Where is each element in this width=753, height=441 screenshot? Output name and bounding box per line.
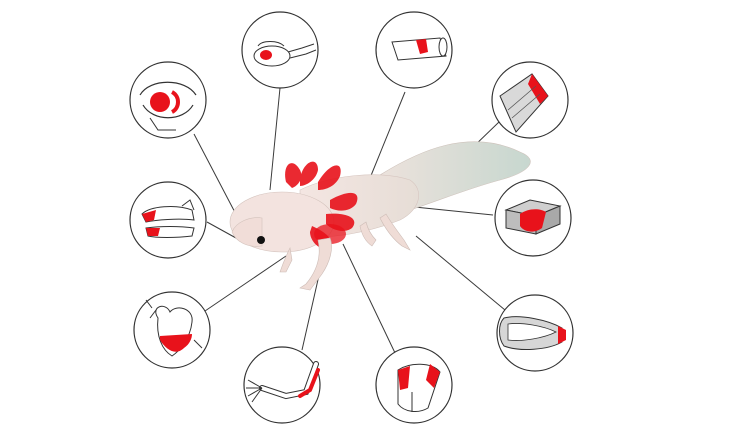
axolotl-rear-leg-2 xyxy=(359,221,377,247)
limb-icon xyxy=(246,361,320,403)
axolotl-eye-icon xyxy=(257,236,265,244)
skin-tissue-icon xyxy=(504,199,562,235)
jaw-icon xyxy=(141,199,195,238)
callout-limb xyxy=(243,346,321,424)
tail-fin-icon xyxy=(499,316,566,350)
line-eye xyxy=(193,133,241,223)
brain-icon xyxy=(253,41,317,67)
line-heart xyxy=(204,255,287,312)
callout-tail-fin xyxy=(496,294,574,372)
liver-icon xyxy=(397,363,441,412)
line-spinal-cord xyxy=(369,91,406,179)
axolotl-rear-leg xyxy=(379,213,411,251)
eye-icon xyxy=(139,81,197,131)
axolotl-front-leg xyxy=(299,237,332,291)
axolotl-heart-area xyxy=(314,224,346,244)
axolotl-front-leg-2 xyxy=(279,247,293,273)
axolotl xyxy=(229,141,531,291)
callout-jaw xyxy=(129,181,207,259)
callout-skin xyxy=(494,179,572,257)
callout-eye xyxy=(129,61,207,139)
connector-lines xyxy=(193,87,506,356)
callout-liver xyxy=(375,346,453,424)
callout-spinal-cord xyxy=(375,11,453,89)
axolotl-gills-icon xyxy=(285,161,358,249)
heart-icon xyxy=(145,299,203,357)
callout-brain xyxy=(241,11,319,89)
line-brain xyxy=(269,87,281,191)
line-jaw xyxy=(206,221,237,239)
callout-tail xyxy=(491,61,569,139)
line-tail-fin xyxy=(415,235,506,311)
axolotl-snout xyxy=(231,217,263,247)
callout-heart xyxy=(133,291,211,369)
tail-icon xyxy=(499,73,549,133)
spinal-cord-icon xyxy=(391,37,448,61)
line-liver xyxy=(342,243,397,356)
